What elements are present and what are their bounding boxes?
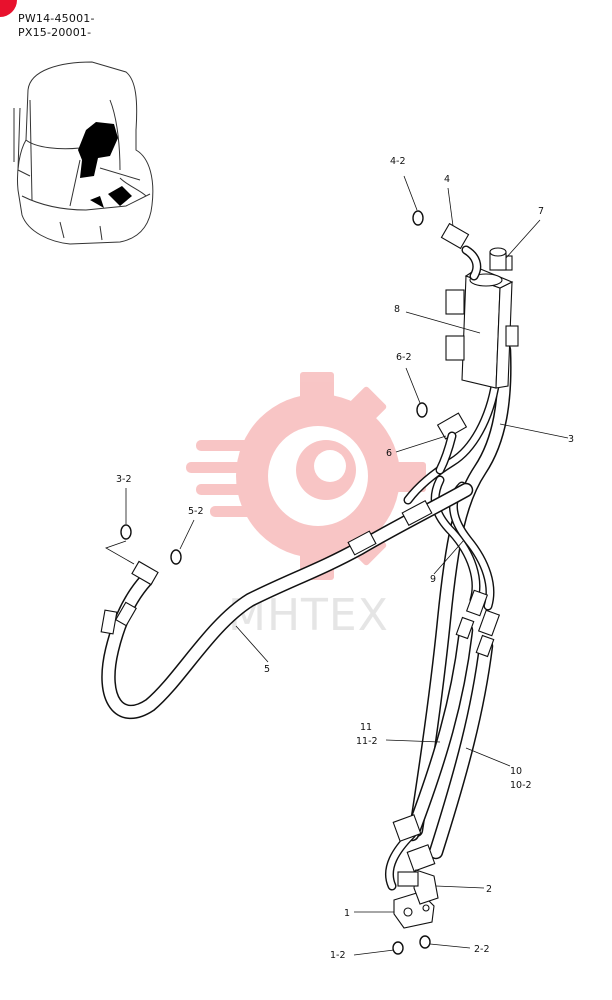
switch-7 — [489, 247, 507, 271]
o-ring-1-2 — [392, 941, 404, 955]
hose-fittings — [100, 499, 501, 658]
watermark-logo — [186, 372, 426, 580]
callout-3-2: 3-2 — [116, 474, 132, 485]
fitting-6 — [435, 412, 468, 475]
callout-4: 4 — [444, 174, 450, 185]
callout-9: 9 — [430, 574, 436, 585]
callout-11-2: 11-2 — [356, 736, 378, 747]
callout-5: 5 — [264, 664, 270, 675]
hose-upper — [403, 375, 501, 505]
callout-2: 2 — [486, 884, 492, 895]
serial-range-2: PX15-20001- — [18, 26, 92, 39]
pipe-4 — [440, 222, 482, 281]
callout-5-2: 5-2 — [188, 506, 204, 517]
callout-7: 7 — [538, 206, 544, 217]
corner-badge — [0, 0, 17, 17]
o-ring-3-2 — [120, 524, 132, 540]
hose-10 — [428, 638, 494, 860]
callout-1: 1 — [344, 908, 350, 919]
fitting-2 — [397, 844, 439, 905]
callout-labels: 4-2 4 7 8 6-2 3 6 3-2 5-2 9 5 11 11-2 10… — [116, 156, 574, 961]
fitting-1 — [385, 814, 435, 929]
cab-highlight — [78, 122, 118, 178]
callout-3: 3 — [568, 434, 574, 445]
callout-10: 10 — [510, 766, 522, 777]
o-ring-6-2 — [416, 402, 428, 418]
o-ring-4-2 — [412, 210, 424, 226]
fitting-5-end — [131, 560, 159, 586]
callout-6: 6 — [386, 448, 392, 459]
leader-lines — [105, 175, 569, 956]
callout-11: 11 — [360, 722, 372, 733]
callout-10-2: 10-2 — [510, 780, 532, 791]
o-ring-5-2 — [170, 549, 182, 565]
cab-highlight-2 — [90, 186, 132, 208]
callout-4-2: 4-2 — [390, 156, 406, 167]
receiver-drier-8 — [445, 255, 519, 389]
hose-11 — [404, 622, 474, 842]
hose-3 — [408, 342, 512, 838]
serial-range-1: PW14-45001- — [18, 12, 95, 25]
callout-1-2: 1-2 — [330, 950, 346, 961]
callout-2-2: 2-2 — [474, 944, 490, 955]
callout-8: 8 — [394, 304, 400, 315]
o-ring-2-2 — [419, 935, 431, 949]
o-rings — [120, 210, 431, 955]
callout-6-2: 6-2 — [396, 352, 412, 363]
